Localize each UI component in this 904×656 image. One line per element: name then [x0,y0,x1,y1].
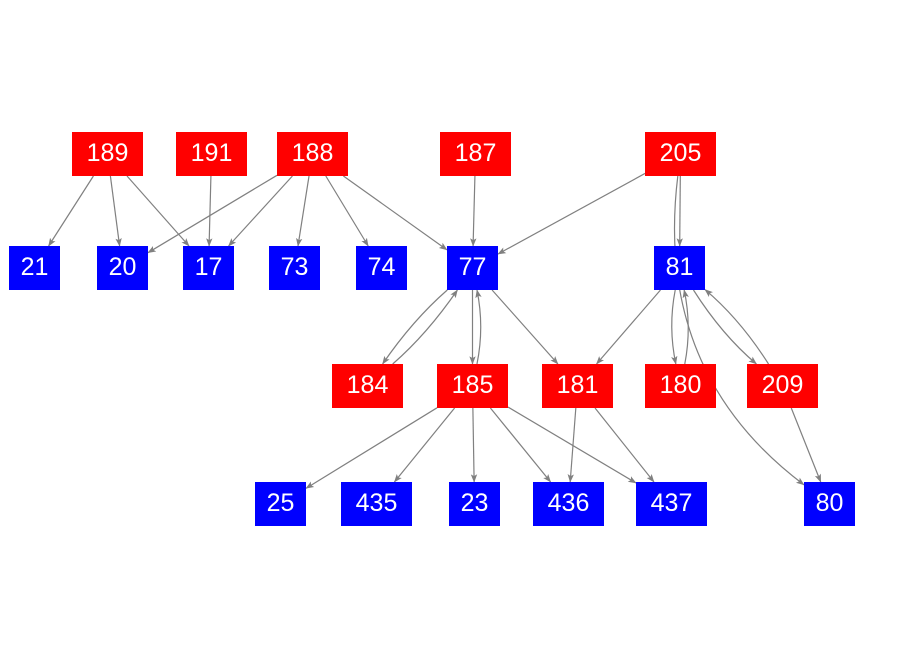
graph-node-label: 187 [454,138,497,167]
graph-node-label: 435 [355,488,398,517]
graph-node-23[interactable]: 23 [449,482,500,526]
graph-node-label: 80 [815,488,844,517]
graph-node-label: 21 [20,252,49,281]
graph-node-label: 180 [659,370,702,399]
graph-node-205[interactable]: 205 [645,132,716,176]
graph-node-21[interactable]: 21 [9,246,60,290]
graph-node-label: 189 [86,138,129,167]
graph-node-label: 74 [367,252,396,281]
graph-node-label: 77 [458,252,487,281]
graph-node-label: 437 [650,488,693,517]
graph-node-437[interactable]: 437 [636,482,707,526]
graph-node-73[interactable]: 73 [269,246,320,290]
graph-node-436[interactable]: 436 [533,482,604,526]
graph-node-184[interactable]: 184 [332,364,403,408]
graph-node-25[interactable]: 25 [255,482,306,526]
graph-node-81[interactable]: 81 [654,246,705,290]
graph-node-435[interactable]: 435 [341,482,412,526]
graph-node-label: 25 [266,488,295,517]
graph-node-label: 81 [665,252,694,281]
graph-node-181[interactable]: 181 [542,364,613,408]
graph-node-189[interactable]: 189 [72,132,143,176]
graph-node-label: 23 [460,488,489,517]
graph-node-label: 436 [547,488,590,517]
graph-node-188[interactable]: 188 [277,132,348,176]
graph-node-20[interactable]: 20 [97,246,148,290]
graph-node-187[interactable]: 187 [440,132,511,176]
graph-node-label: 20 [108,252,137,281]
graph-node-77[interactable]: 77 [447,246,498,290]
graph-node-label: 205 [659,138,702,167]
graph-node-label: 73 [280,252,309,281]
graph-node-label: 185 [451,370,494,399]
graph-node-label: 184 [346,370,389,399]
graph-node-label: 191 [190,138,233,167]
graph-node-label: 188 [291,138,334,167]
graph-node-74[interactable]: 74 [356,246,407,290]
graph-node-191[interactable]: 191 [176,132,247,176]
graph-node-label: 181 [556,370,599,399]
graph-node-209[interactable]: 209 [747,364,818,408]
graph-node-80[interactable]: 80 [804,482,855,526]
graph-node-label: 17 [194,252,223,281]
graph-node-180[interactable]: 180 [645,364,716,408]
graph-node-185[interactable]: 185 [437,364,508,408]
graph-node-label: 209 [761,370,804,399]
graph-node-17[interactable]: 17 [183,246,234,290]
